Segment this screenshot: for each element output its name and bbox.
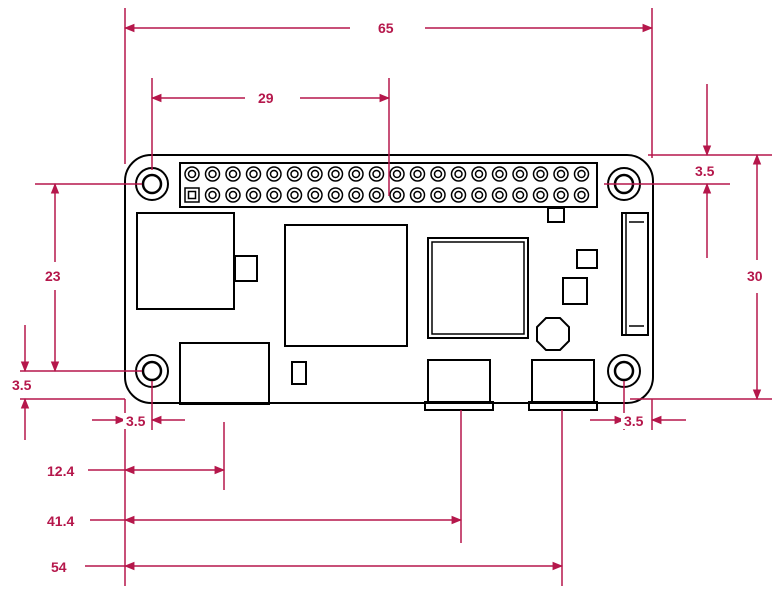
- gpio-pin: [430, 166, 446, 182]
- camera-connector: [621, 212, 649, 336]
- dimension-label-hole-bottom-offset: 3.5: [9, 377, 35, 393]
- gpio-pin: [286, 187, 303, 203]
- gpio-pin: [327, 166, 344, 182]
- gpio-pin: [348, 166, 364, 182]
- gpio-pin: [266, 166, 282, 182]
- gpio-pin: [266, 187, 282, 203]
- gpio-pin: [471, 187, 487, 203]
- dimension-label-hole-top-offset: 3.5: [692, 163, 718, 179]
- components: [136, 207, 649, 411]
- gpio-pin: [286, 166, 303, 182]
- gpio-pin: [204, 187, 221, 203]
- small-component-b: [576, 249, 598, 269]
- micro-usb-port-2: [531, 359, 595, 403]
- gpio-pin: [225, 187, 241, 203]
- chip-small-square: [234, 255, 258, 282]
- gpio-pin: [348, 187, 364, 203]
- gpio-pin: [409, 166, 426, 182]
- gpio-pin: [307, 166, 323, 182]
- gpio-pin: [327, 187, 344, 203]
- gpio-pin: [553, 166, 569, 182]
- gpio-pin: [450, 187, 467, 203]
- gpio-pin: [553, 187, 569, 203]
- dimension-label-hole-spacing: 23: [42, 268, 64, 284]
- gpio-pin: [389, 187, 405, 203]
- dimension-label-board-width: 65: [375, 20, 397, 36]
- gpio-pin: [532, 166, 549, 182]
- dimension-label-port-offset-1: 12.4: [44, 463, 78, 479]
- gpio-pin: [430, 187, 446, 203]
- gpio-pin: [245, 166, 262, 182]
- dimension-label-board-height: 30: [744, 268, 766, 284]
- mini-hdmi-port: [179, 342, 270, 405]
- gpio-pin: [184, 187, 200, 203]
- chip-left-large: [136, 212, 235, 310]
- gpio-pin: [491, 166, 508, 182]
- ram-chip-outer: [427, 237, 529, 339]
- small-component-d: [291, 361, 307, 385]
- gpio-pin: [204, 166, 221, 182]
- soc-chip: [284, 224, 408, 347]
- octagon-component: [536, 317, 570, 351]
- micro-usb-port-1-lip: [424, 401, 494, 411]
- gpio-pin: [225, 166, 241, 182]
- gpio-pin: [573, 166, 590, 182]
- gpio-pin: [307, 187, 323, 203]
- gpio-pin: [471, 166, 487, 182]
- micro-usb-port-1: [427, 359, 491, 403]
- gpio-pin: [184, 166, 200, 182]
- micro-usb-port-2-lip: [528, 401, 598, 411]
- gpio-pin: [491, 187, 508, 203]
- dimension-label-hole-right-offset: 3.5: [621, 413, 647, 429]
- gpio-pin: [532, 187, 549, 203]
- gpio-pin: [450, 166, 467, 182]
- small-component-c: [562, 277, 588, 305]
- dimension-label-port-offset-2: 41.4: [44, 513, 78, 529]
- gpio-pins: [184, 166, 590, 203]
- dimension-label-hole-left-offset: 3.5: [123, 413, 149, 429]
- dimension-lines: [20, 8, 772, 586]
- gpio-pin: [389, 166, 405, 182]
- ram-chip-inner: [431, 241, 525, 335]
- gpio-pin: [512, 187, 528, 203]
- gpio-pin: [512, 166, 528, 182]
- gpio-pin: [409, 187, 426, 203]
- gpio-pin: [245, 187, 262, 203]
- gpio-pin: [573, 187, 590, 203]
- dimension-label-header-offset: 29: [255, 90, 277, 106]
- gpio-pin: [368, 166, 385, 182]
- small-component-a: [547, 207, 565, 223]
- gpio-pin: [368, 187, 385, 203]
- dimension-label-port-offset-3: 54: [48, 559, 70, 575]
